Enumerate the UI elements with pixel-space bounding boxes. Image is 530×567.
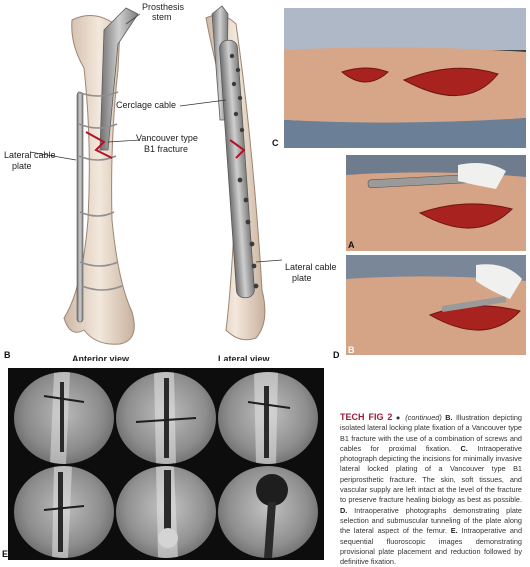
caption-c-letter: C. bbox=[450, 443, 468, 453]
panel-letter-e: E bbox=[2, 549, 9, 559]
panel-letter-d: D bbox=[333, 350, 340, 360]
intraop-photo-d-bottom bbox=[346, 255, 526, 355]
panel-letter-b: B bbox=[4, 350, 11, 360]
lateral-cable-plate-lateral bbox=[219, 39, 255, 299]
caption-d-text: Intraoperative photographs demonstrating… bbox=[340, 505, 522, 536]
caption-d-letter: D. bbox=[340, 505, 348, 515]
fracture-label-2: B1 fracture bbox=[144, 144, 189, 154]
cerclage-cable-label: Cerclage cable bbox=[116, 100, 177, 110]
prosthesis-stem-anterior bbox=[99, 7, 139, 151]
intraop-photo-d-top bbox=[346, 155, 526, 251]
fracture-label-1: Vancouver type bbox=[136, 133, 198, 143]
fluoro-image-6 bbox=[218, 466, 318, 558]
lateral-plate-label-right-2: plate bbox=[292, 273, 312, 283]
fluoro-image-2 bbox=[116, 372, 216, 464]
lateral-plate-label-right-1: Lateral cable bbox=[285, 262, 337, 272]
fluoroscopy-grid-e bbox=[8, 368, 324, 560]
fracture-lateral bbox=[229, 139, 246, 159]
intraop-photo-c bbox=[284, 8, 526, 148]
caption-continued: (continued) bbox=[405, 413, 442, 422]
lateral-plate-label-left-2: plate bbox=[12, 161, 32, 171]
lateral-cable-plate-anterior bbox=[76, 91, 84, 323]
caption-e-letter: E. bbox=[446, 526, 458, 536]
fluoro-image-5 bbox=[116, 466, 216, 558]
panel-letter-b2: B bbox=[348, 345, 355, 355]
anterior-view-label: Anterior view bbox=[72, 354, 130, 361]
lateral-view-label: Lateral view bbox=[218, 354, 270, 361]
caption-bullet: ● bbox=[392, 413, 406, 422]
panel-letter-c: C bbox=[272, 138, 279, 148]
figure-caption: TECH FIG 2 ● (continued) B. Illustration… bbox=[340, 412, 522, 567]
caption-b-letter: B. bbox=[441, 413, 453, 422]
prosthesis-label-2: stem bbox=[152, 12, 172, 22]
panel-letter-a: A bbox=[348, 240, 355, 250]
fluoro-image-1 bbox=[14, 372, 114, 464]
femur-illustration bbox=[29, 5, 283, 345]
caption-fig-label: TECH FIG 2 bbox=[340, 412, 393, 422]
fracture-anterior bbox=[85, 131, 113, 159]
lateral-plate-label-left-1: Lateral cable bbox=[4, 150, 56, 160]
prosthesis-label-1: Prosthesis bbox=[142, 2, 185, 12]
caption-c-text: Intraoperative photograph depicting the … bbox=[340, 443, 522, 505]
fluoro-image-4 bbox=[14, 466, 114, 558]
caption-b-text: Illustration depicting isolated lateral … bbox=[340, 413, 522, 453]
fluoro-image-3 bbox=[218, 372, 318, 464]
anterior-femur bbox=[63, 15, 135, 345]
